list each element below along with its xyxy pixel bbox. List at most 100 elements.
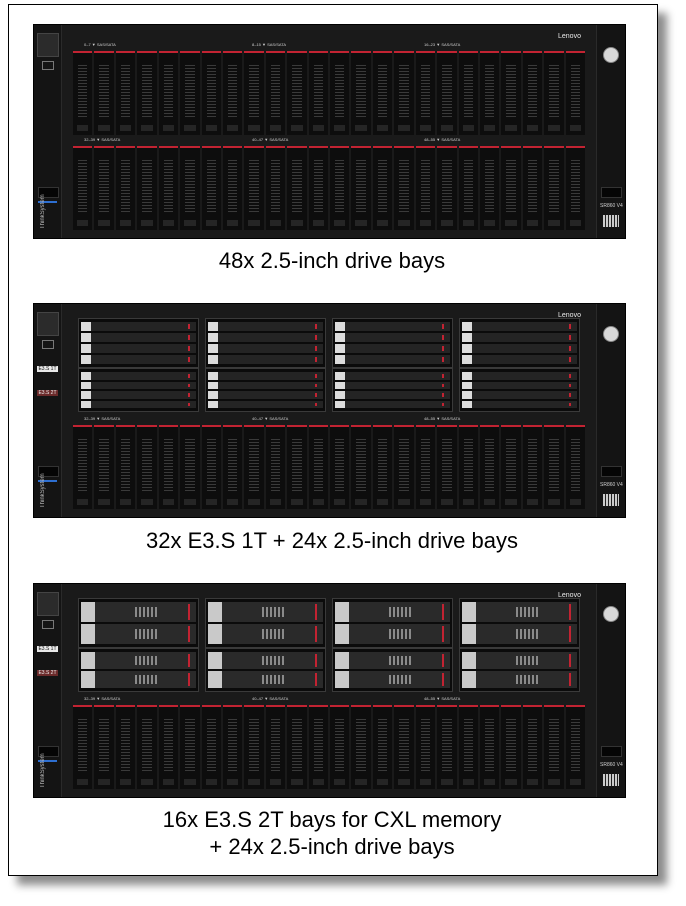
drive-bay[interactable] [372,146,393,230]
cxl-memory-module[interactable] [81,652,196,669]
drive-bay[interactable] [522,51,543,135]
cxl-memory-module[interactable] [462,671,577,688]
drive-bay[interactable] [244,705,264,789]
drive-bay[interactable] [244,146,264,230]
drive-bay[interactable] [94,146,114,230]
e3s-drive[interactable] [208,322,323,331]
e3s-drive[interactable] [462,381,577,389]
power-button-icon[interactable] [603,326,619,342]
drive-bay[interactable] [458,51,479,135]
drive-bay[interactable] [265,425,286,509]
cxl-memory-module[interactable] [81,671,196,688]
pull-tab[interactable] [601,466,622,477]
drive-bay[interactable] [265,146,286,230]
cxl-memory-module[interactable] [462,624,577,644]
cxl-memory-module[interactable] [335,624,450,644]
drive-bay[interactable] [415,146,436,230]
drive-bay[interactable] [544,146,564,230]
drive-bay[interactable] [265,705,286,789]
drive-bay[interactable] [222,51,243,135]
e3s-drive[interactable] [81,355,196,364]
drive-bay[interactable] [522,705,543,789]
drive-bay[interactable] [222,146,243,230]
drive-bay[interactable] [73,705,93,789]
drive-bay[interactable] [480,146,500,230]
drive-bay[interactable] [458,146,479,230]
e3s-drive[interactable] [208,381,323,389]
e3s-drive[interactable] [208,400,323,408]
drive-bay[interactable] [565,705,586,789]
drive-bay[interactable] [73,146,93,230]
drive-bay[interactable] [244,51,264,135]
drive-bay[interactable] [437,425,457,509]
drive-bay[interactable] [415,705,436,789]
drive-bay[interactable] [394,146,414,230]
cxl-memory-module[interactable] [208,602,323,622]
e3s-drive[interactable] [81,391,196,399]
drive-bay[interactable] [115,705,136,789]
drive-bay[interactable] [137,425,157,509]
drive-bay[interactable] [201,425,221,509]
drive-bay[interactable] [458,425,479,509]
drive-bay[interactable] [308,51,329,135]
e3s-drive[interactable] [462,372,577,380]
drive-bay[interactable] [287,146,307,230]
power-button-icon[interactable] [603,606,619,622]
e3s-drive[interactable] [335,322,450,331]
drive-bay[interactable] [544,705,564,789]
drive-bay[interactable] [437,146,457,230]
cxl-memory-module[interactable] [208,652,323,669]
drive-bay[interactable] [115,425,136,509]
cxl-memory-module[interactable] [335,671,450,688]
drive-bay[interactable] [330,146,350,230]
drive-bay[interactable] [180,425,200,509]
drive-bay[interactable] [308,705,329,789]
drive-bay[interactable] [522,425,543,509]
e3s-drive[interactable] [462,355,577,364]
drive-bay[interactable] [501,146,521,230]
pull-tab[interactable] [38,746,59,757]
drive-bay[interactable] [115,51,136,135]
e3s-drive[interactable] [208,391,323,399]
drive-bay[interactable] [222,705,243,789]
e3s-drive[interactable] [81,400,196,408]
e3s-drive[interactable] [208,355,323,364]
drive-bay[interactable] [351,425,371,509]
drive-bay[interactable] [201,705,221,789]
drive-bay[interactable] [158,425,179,509]
drive-bay[interactable] [415,51,436,135]
drive-bay[interactable] [394,51,414,135]
drive-bay[interactable] [287,425,307,509]
e3s-drive[interactable] [335,344,450,353]
drive-bay[interactable] [372,705,393,789]
drive-bay[interactable] [351,705,371,789]
cxl-memory-module[interactable] [462,652,577,669]
e3s-drive[interactable] [81,333,196,342]
drive-bay[interactable] [458,705,479,789]
e3s-drive[interactable] [335,391,450,399]
drive-bay[interactable] [330,51,350,135]
pull-tab[interactable] [38,466,59,477]
drive-bay[interactable] [180,51,200,135]
drive-bay[interactable] [180,146,200,230]
drive-bay[interactable] [480,425,500,509]
drive-bay[interactable] [480,705,500,789]
power-button-icon[interactable] [603,47,619,63]
cxl-memory-module[interactable] [462,602,577,622]
drive-bay[interactable] [222,425,243,509]
drive-bay[interactable] [437,705,457,789]
e3s-drive[interactable] [462,400,577,408]
drive-bay[interactable] [308,425,329,509]
drive-bay[interactable] [137,51,157,135]
drive-bay[interactable] [501,705,521,789]
drive-bay[interactable] [394,705,414,789]
drive-bay[interactable] [287,705,307,789]
drive-bay[interactable] [372,51,393,135]
cxl-memory-module[interactable] [208,671,323,688]
e3s-drive[interactable] [208,372,323,380]
drive-bay[interactable] [565,51,586,135]
drive-bay[interactable] [544,51,564,135]
drive-bay[interactable] [201,51,221,135]
drive-bay[interactable] [522,146,543,230]
cxl-memory-module[interactable] [81,624,196,644]
